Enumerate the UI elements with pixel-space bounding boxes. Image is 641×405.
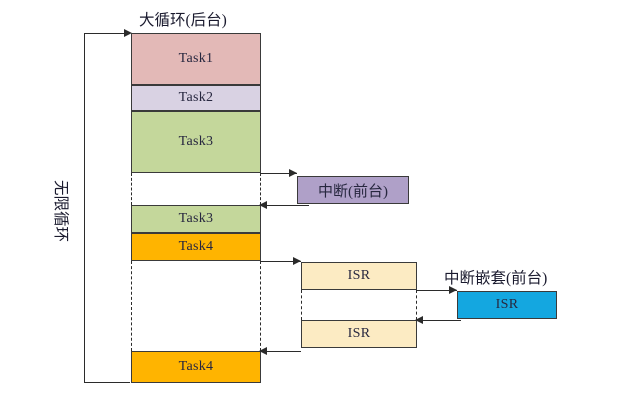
infinite-loop-label: 无限循环 [52, 180, 69, 243]
loop-bracket-top-arrowhead [124, 28, 132, 37]
nested-isr-return-line [417, 320, 461, 322]
interrupt-block: 中断(前台) [297, 176, 409, 204]
task-block-task4-upper: Task4 [131, 233, 261, 261]
nested-isr-block: ISR [457, 291, 557, 319]
nested-isr-block-label: ISR [495, 297, 519, 312]
isr-block-lower: ISR [301, 320, 417, 348]
interrupt-block-label: 中断(前台) [318, 183, 388, 200]
loop-bracket-bottom-arm [84, 382, 130, 384]
loop-bracket-vertical [84, 33, 86, 383]
main-column-dash-left-gap2 [131, 261, 132, 351]
task-block-label: Task4 [178, 359, 214, 374]
task-block-label: Task3 [178, 211, 214, 226]
nested-isr-call-line [417, 290, 457, 292]
interrupt-call-arrowhead [289, 168, 297, 177]
isr-column-dash-left [301, 290, 302, 320]
task-block-task2: Task2 [131, 85, 261, 111]
interrupt-call-line [261, 173, 297, 175]
main-column-dash-right-gap2 [260, 261, 261, 351]
loop-bracket-top-arm [84, 33, 128, 35]
task-block-task1: Task1 [131, 33, 261, 85]
isr-call-line [261, 261, 301, 263]
task-block-task3-lower: Task3 [131, 205, 261, 233]
isr-block-label: ISR [347, 326, 371, 341]
interrupt-return-arrowhead [259, 200, 267, 209]
main-column-dash-right-gap1 [260, 173, 261, 205]
task-block-label: Task2 [178, 90, 214, 105]
main-column-dash-left-gap1 [131, 173, 132, 205]
interrupt-return-line [261, 205, 309, 207]
isr-block-label: ISR [347, 268, 371, 283]
isr-call-arrowhead [293, 256, 301, 265]
isr-return-arrowhead [259, 346, 267, 355]
nested-isr-call-arrowhead [449, 285, 457, 294]
task-block-label: Task1 [178, 51, 214, 66]
task-block-label: Task4 [178, 239, 214, 254]
background-loop-title: 大循环(后台) [139, 12, 227, 29]
task-block-task3-upper: Task3 [131, 111, 261, 173]
isr-return-line [261, 351, 301, 353]
task-block-task4-lower: Task4 [131, 351, 261, 383]
nested-isr-return-arrowhead [415, 315, 423, 324]
isr-column-dash-right [416, 290, 417, 320]
task-block-label: Task3 [178, 134, 214, 149]
nested-interrupt-title: 中断嵌套(前台) [444, 270, 548, 287]
isr-block-upper: ISR [301, 262, 417, 290]
